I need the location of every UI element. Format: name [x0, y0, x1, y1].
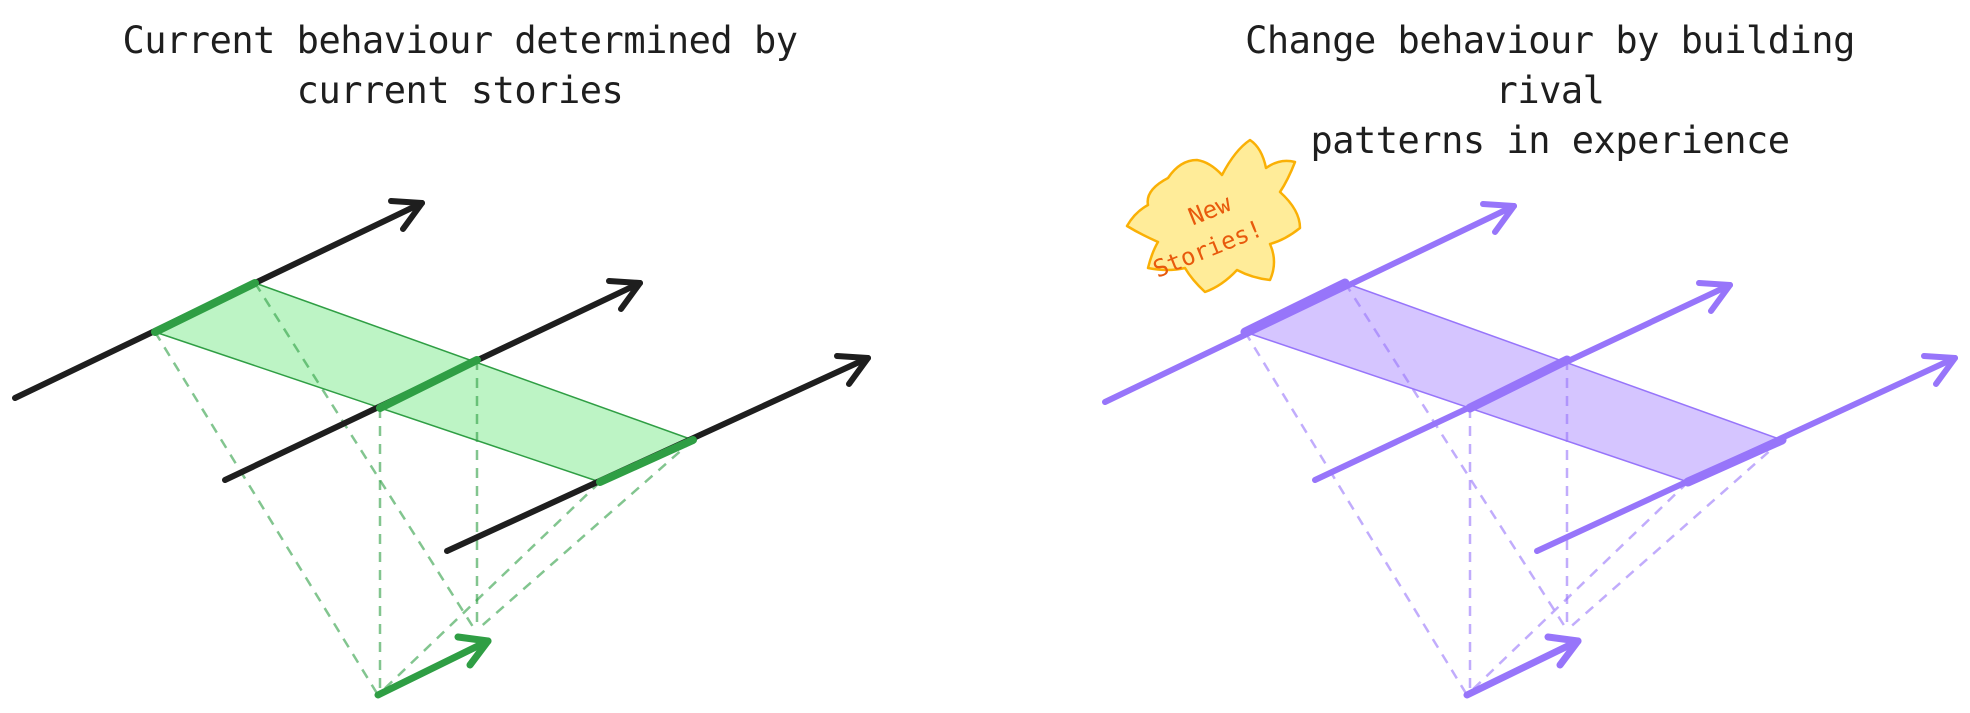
rival-arrow-bottom-head: [1921, 353, 1958, 387]
rival-arrow-top-head: [1480, 201, 1517, 235]
left-projection-line: [476, 439, 694, 631]
right-diagram-title: Change behaviour by building rival patte…: [1180, 16, 1920, 166]
new-behaviour-arrow-head: [1544, 633, 1582, 669]
highlight-segment-top: [151, 279, 259, 336]
behaviour-arrow-shaft: [374, 637, 492, 699]
new-stories-badge: New Stories!: [1125, 138, 1302, 294]
left-diagram-title: Current behaviour determined by current …: [90, 16, 830, 116]
left-behaviour-arrow: [374, 633, 492, 699]
right-highlight-segments: [1240, 278, 1787, 487]
right-behaviour-arrow: [1463, 633, 1582, 699]
left-title-line-1: Current behaviour determined by: [122, 19, 798, 62]
rival-highlight-segment-bottom: [1683, 435, 1787, 487]
rival-highlight-segment-middle: [1465, 355, 1572, 413]
left-projection-line: [253, 282, 477, 631]
story-arrow-top-head: [388, 198, 425, 232]
left-title-line-2: current stories: [296, 69, 624, 112]
right-title-line-2: patterns in experience: [1310, 119, 1790, 162]
right-projection-line: [1566, 439, 1783, 631]
right-projection-line: [1343, 282, 1569, 631]
left-highlight-segments: [151, 279, 697, 486]
story-arrow-bottom-head: [834, 353, 871, 387]
rival-highlight-segment-top: [1240, 278, 1350, 337]
new-behaviour-arrow-shaft: [1463, 637, 1582, 699]
right-projection-line: [1466, 481, 1689, 696]
highlight-segment-bottom: [596, 436, 697, 486]
story-arrow-middle-head: [606, 278, 643, 312]
right-diagram: New Stories!: [1102, 138, 1958, 699]
left-diagram: [12, 198, 871, 699]
behaviour-arrow-head: [454, 633, 492, 669]
left-projection-line: [377, 481, 601, 696]
left-projection-lines: [153, 282, 694, 696]
rival-arrow-middle-head: [1696, 280, 1733, 314]
starburst-shape: [1125, 138, 1302, 294]
highlight-segment-middle: [376, 356, 481, 412]
right-title-line-1: Change behaviour by building rival: [1245, 19, 1855, 112]
right-projection-lines: [1243, 282, 1783, 696]
